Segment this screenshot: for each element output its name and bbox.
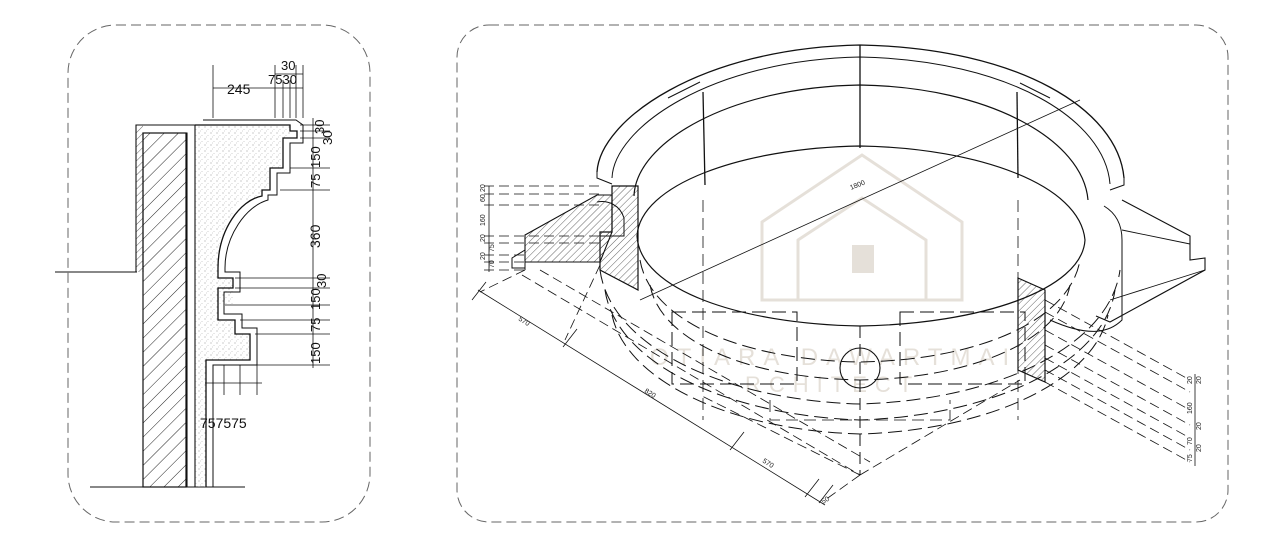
left-dim-ladder [484, 185, 600, 272]
dim-30-c: 30 [314, 274, 329, 288]
inner-floor-ellipse [636, 145, 1086, 327]
dim-150-c: 150 [308, 342, 323, 364]
wall-shell-fill [136, 125, 143, 272]
diameter-line [639, 99, 1081, 301]
iso-dim-570a: 570 [517, 316, 531, 328]
iso-dim-right-160: 160 [1187, 402, 1194, 414]
isometric-panel: OTIARA DAWARTMAI RCHITECT [456, 24, 1229, 523]
iso-dim-left-20b: 20 [480, 234, 487, 242]
dim-150-b: 150 [308, 288, 323, 310]
right-dim-ladder [1044, 299, 1196, 466]
left-dim-labels: 20 60 160 20 75 20 70 [480, 184, 496, 268]
right-dim-labels: 20 20 160 20 70 20 75 [1187, 376, 1203, 462]
dim-245: 245 [227, 81, 251, 97]
iso-dim-50: 50 [821, 496, 831, 506]
watermark-line1: OTIARA DAWARTMAI [650, 344, 1017, 371]
opening-left [671, 311, 798, 385]
ring-structure [596, 44, 1125, 475]
iso-dim-left-70: 70 [489, 260, 496, 268]
dim-75-a: 75 [308, 174, 323, 188]
iso-dim-570b: 570 [761, 458, 775, 470]
iso-dim-left-20a: 20 [480, 184, 487, 192]
right-base-slab [1095, 199, 1206, 323]
wall-core-hatch [142, 132, 187, 488]
iso-dim-right-20a: 20 [1187, 376, 1194, 384]
cornice-speckle-fill [195, 125, 290, 487]
iso-dim-right-70: 70 [1187, 437, 1194, 445]
dim-7530: 7530 [268, 72, 297, 87]
iso-dim-right-20c: 20 [1196, 422, 1203, 430]
cornice-profile [195, 124, 298, 487]
watermark: OTIARA DAWARTMAI RCHITECT [650, 153, 1017, 397]
iso-dim-right-20b: 20 [1196, 376, 1203, 384]
iso-dim-right-75: 75 [1187, 454, 1194, 462]
dim-360: 360 [307, 224, 323, 248]
right-dims-vertical: 30 30 150 75 360 30 150 75 150 [307, 120, 335, 364]
dim-30-top: 30 [281, 58, 295, 73]
left-cut-section [511, 185, 639, 291]
watermark-door [852, 245, 874, 273]
iso-dim-left-160: 160 [480, 214, 487, 226]
dim-30-a: 30 [312, 120, 327, 134]
iso-dim-left-60: 60 [480, 194, 487, 202]
iso-dim-820: 820 [643, 388, 657, 400]
iso-dim-left-20c: 20 [480, 252, 487, 260]
watermark-house-icon [760, 153, 964, 302]
section-panel: 245 30 7530 30 30 150 75 360 30 150 75 1… [55, 24, 371, 523]
section-dimension-lines [205, 65, 330, 395]
base-dims [471, 264, 1021, 506]
iso-dim-1800: 1800 [849, 179, 866, 191]
right-cut-section [1017, 199, 1206, 383]
cornice-inner-profile [203, 119, 304, 487]
section-panel-frame [67, 24, 371, 523]
dim-757575: 757575 [200, 415, 247, 431]
dim-75-b: 75 [308, 318, 323, 332]
iso-dim-left-75: 75 [489, 244, 496, 252]
dim-30-b: 30 [320, 131, 335, 145]
right-cut-hatch [1017, 277, 1046, 383]
isometric-panel-frame [456, 24, 1229, 523]
left-base-slab [524, 194, 613, 263]
dim-150-a: 150 [308, 146, 323, 168]
iso-dim-right-20d: 20 [1196, 444, 1203, 452]
